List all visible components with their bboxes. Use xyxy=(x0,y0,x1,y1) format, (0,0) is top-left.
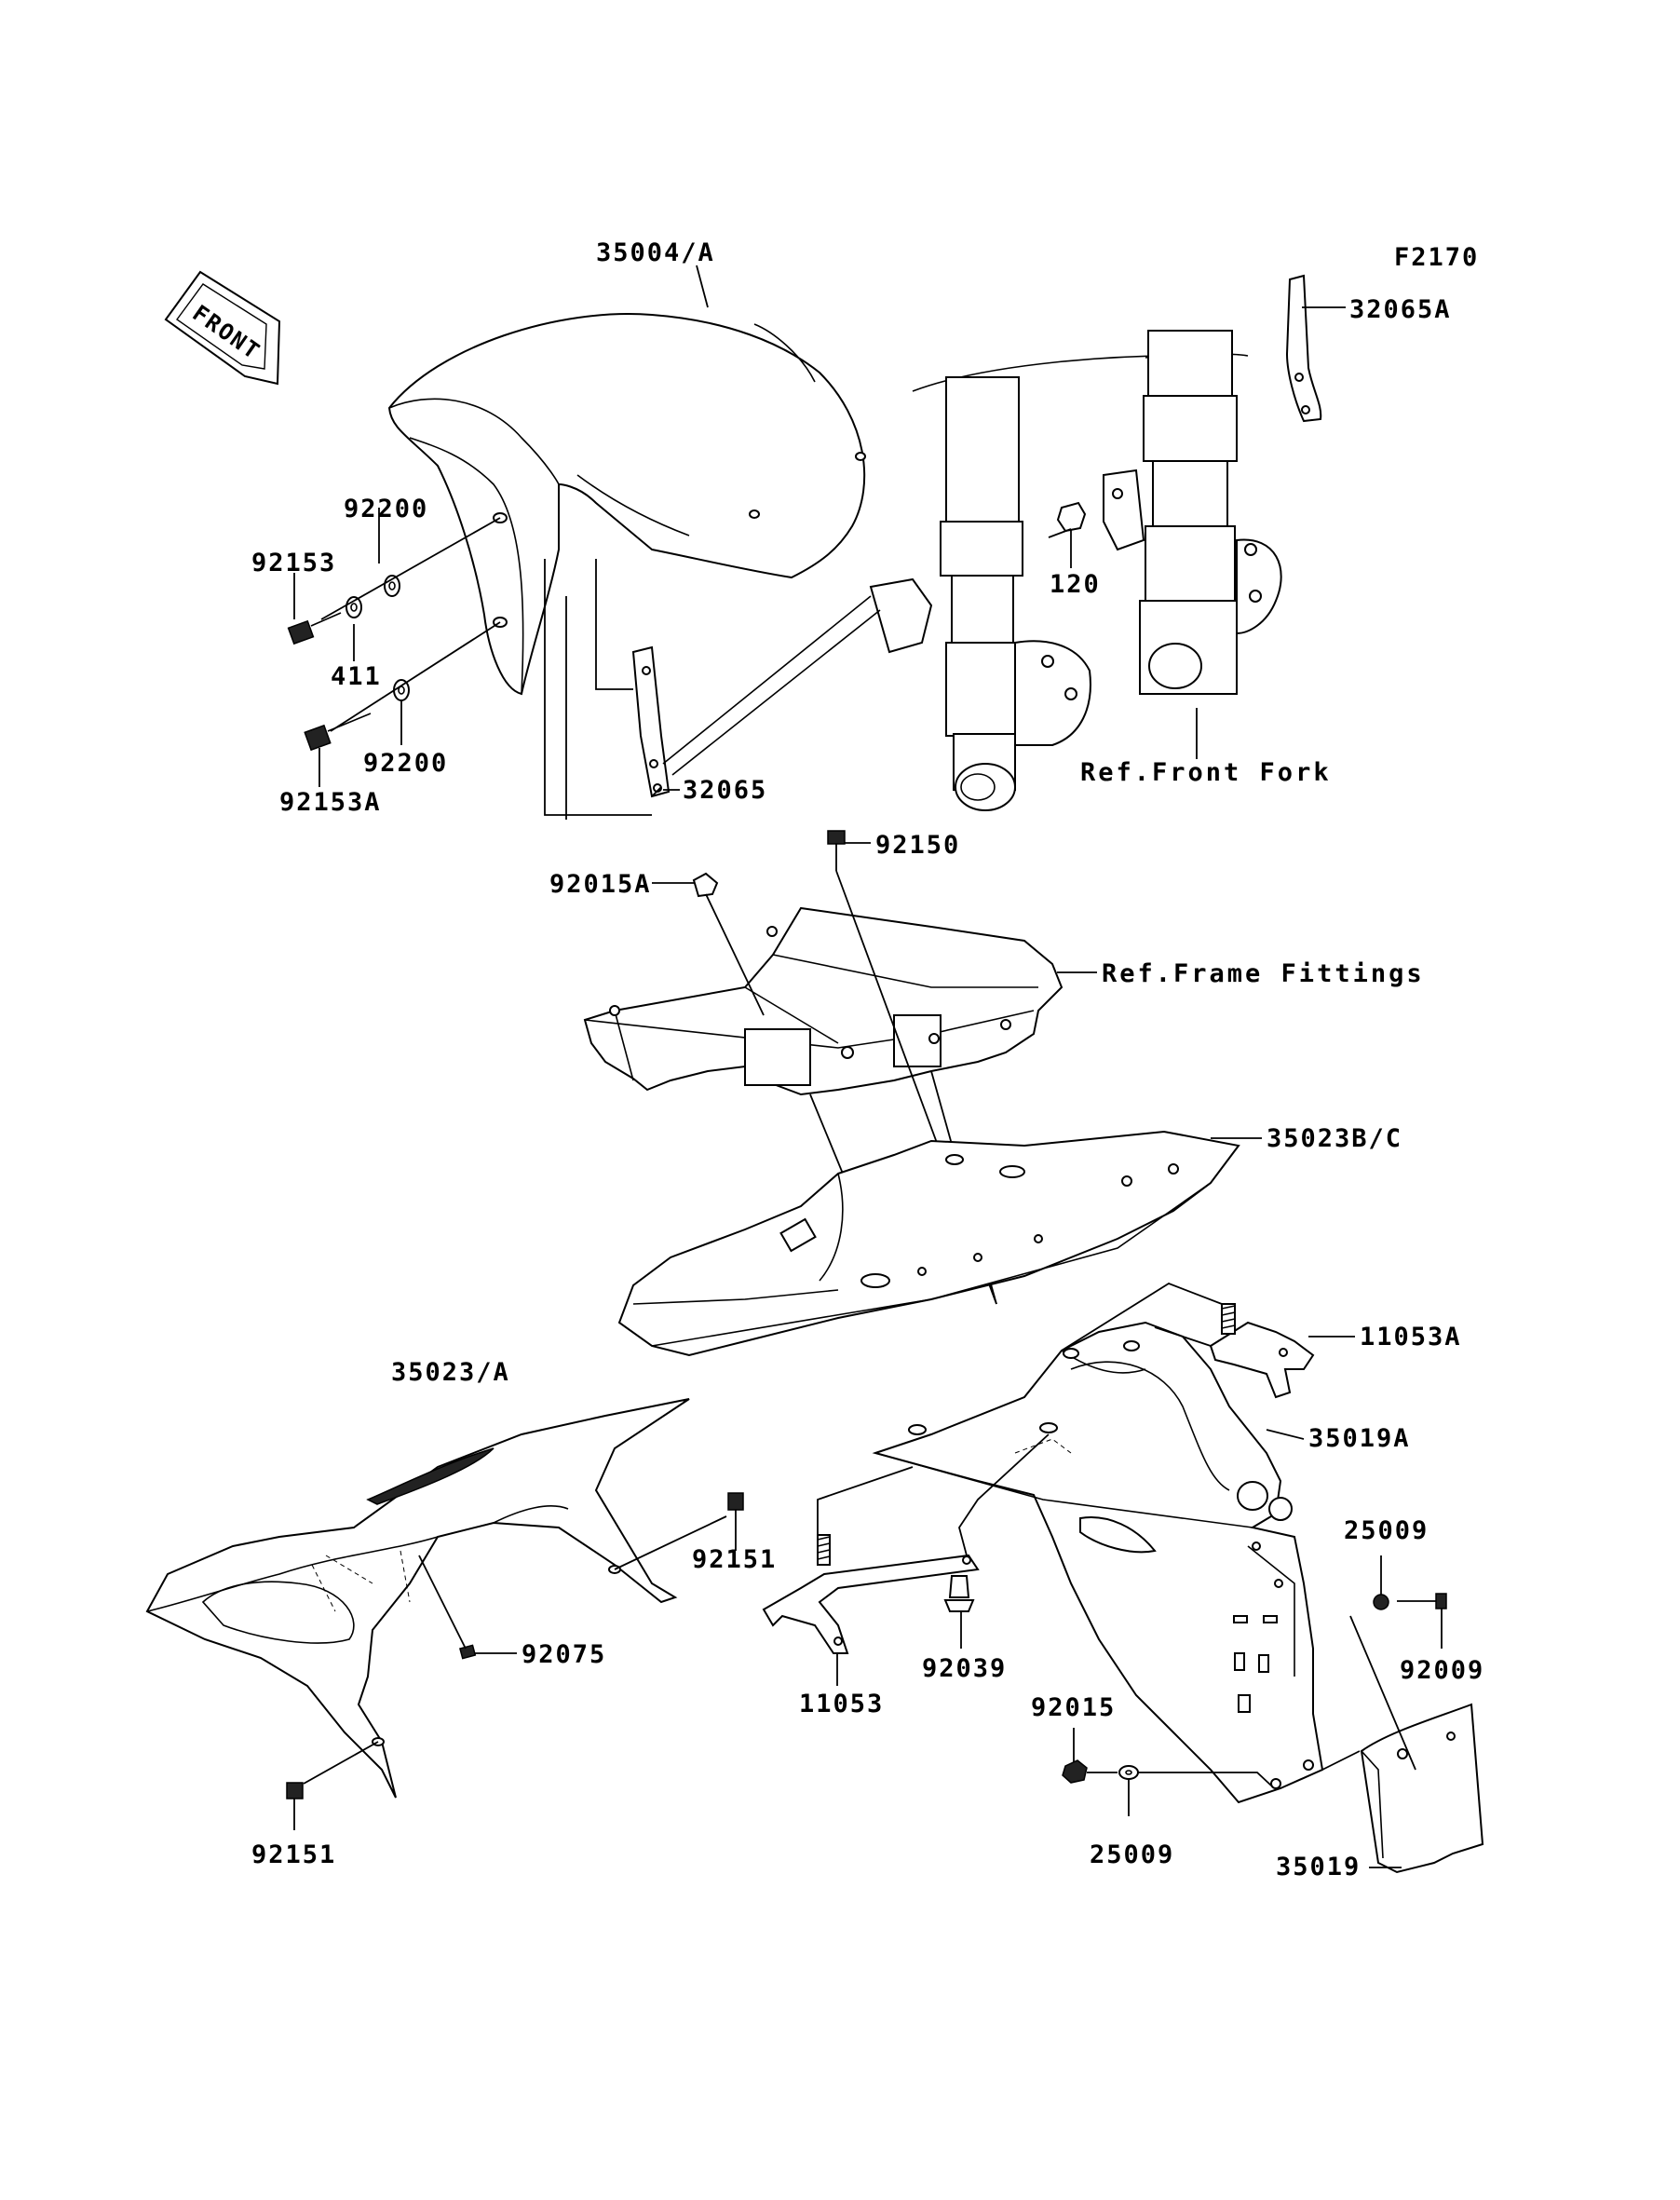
bolt-92150 xyxy=(827,830,846,871)
label-92151-right: 92151 xyxy=(692,1545,777,1574)
label-25009-upper: 25009 xyxy=(1344,1516,1429,1545)
label-35023A: 35023/A xyxy=(391,1358,510,1387)
label-92015: 92015 xyxy=(1031,1693,1116,1722)
label-92200-lower: 92200 xyxy=(363,749,448,778)
side-cover-35023A xyxy=(145,1398,690,1799)
washer-25009-lower xyxy=(1118,1765,1139,1780)
label-92009: 92009 xyxy=(1400,1656,1484,1685)
frame-fittings-tray xyxy=(583,906,1064,1096)
label-25009-lower: 25009 xyxy=(1090,1840,1174,1869)
label-92153A: 92153A xyxy=(279,788,382,817)
front-direction-arrow-icon: FRONT xyxy=(164,270,281,386)
label-ref-frame-fittings: Ref.Frame Fittings xyxy=(1102,959,1425,988)
screw-92009 xyxy=(1397,1593,1447,1609)
label-92039: 92039 xyxy=(922,1654,1007,1683)
bracket-32065A xyxy=(1285,274,1322,423)
bolt-92151-left xyxy=(286,1782,304,1812)
label-35023BC: 35023B/C xyxy=(1267,1124,1402,1153)
grommet-92075 xyxy=(459,1644,477,1660)
label-35019: 35019 xyxy=(1276,1853,1361,1881)
front-fork-right-leg xyxy=(1103,330,1282,695)
washer-25009-upper xyxy=(1373,1594,1389,1610)
clip-92039 xyxy=(943,1575,975,1612)
rear-fender-35019A xyxy=(872,1321,1324,1804)
bracket-11053 xyxy=(762,1534,980,1654)
nut-92015A xyxy=(692,872,719,898)
mud-flap-35019 xyxy=(1360,1703,1484,1874)
label-92075: 92075 xyxy=(522,1640,606,1669)
label-32065: 32065 xyxy=(683,776,767,805)
label-35019A: 35019A xyxy=(1308,1424,1411,1453)
label-92015A: 92015A xyxy=(549,870,652,899)
label-92151-left: 92151 xyxy=(251,1840,336,1869)
label-32065A: 32065A xyxy=(1349,295,1452,324)
figure-code: F2170 xyxy=(1394,243,1479,272)
bolt-92153 xyxy=(287,612,342,645)
under-tray-35023BC xyxy=(617,1130,1240,1357)
label-92200-upper: 92200 xyxy=(344,495,428,523)
label-92150: 92150 xyxy=(875,831,960,860)
nut-92015 xyxy=(1062,1759,1088,1784)
label-120: 120 xyxy=(1050,570,1101,599)
bracket-32065 xyxy=(631,595,881,798)
label-ref-front-fork: Ref.Front Fork xyxy=(1080,758,1332,787)
bolt-120 xyxy=(1048,501,1087,538)
bracket-11053A xyxy=(1209,1303,1315,1399)
label-11053A: 11053A xyxy=(1360,1323,1462,1351)
label-11053: 11053 xyxy=(799,1690,884,1718)
label-411: 411 xyxy=(331,662,382,691)
label-35004A: 35004/A xyxy=(596,238,715,267)
bolt-92151-right xyxy=(727,1492,744,1528)
front-fender-35004A xyxy=(387,313,866,696)
label-92153: 92153 xyxy=(251,549,336,577)
bolt-92153A xyxy=(304,713,372,752)
